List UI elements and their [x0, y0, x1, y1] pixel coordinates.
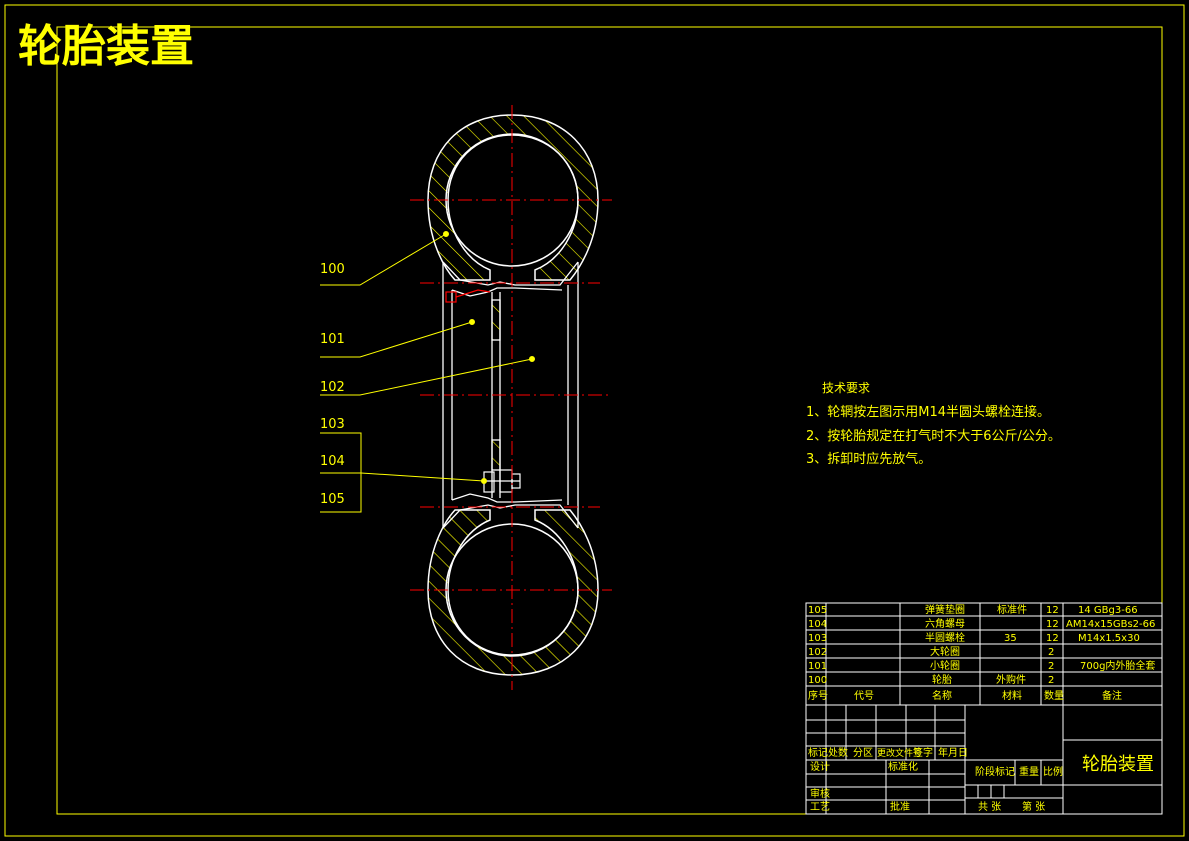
- part-label-100: 100: [320, 262, 345, 277]
- bom-name: 半圆螺栓: [925, 631, 965, 644]
- bom-no: 100: [808, 675, 827, 686]
- bom-header-material: 材料: [1002, 689, 1022, 702]
- standardize-label: 标准化: [888, 760, 918, 773]
- tech-line-3: 3、拆卸时应先放气。: [806, 451, 931, 467]
- bom-no: 101: [808, 661, 827, 672]
- bom-header-name: 名称: [932, 689, 952, 702]
- outer-frame: [4, 4, 1185, 837]
- tech-line-1: 1、轮辋按左图示用M14半圆头螺栓连接。: [806, 404, 1050, 420]
- scale-label: 比例: [1043, 765, 1063, 778]
- bom-no: 102: [808, 647, 827, 658]
- part-labels: 100 101 102 103 104 105: [320, 262, 345, 507]
- bom-remark: 14 GBg3-66: [1078, 605, 1138, 616]
- rev-label: 标记: [808, 747, 828, 759]
- centerlines: [410, 105, 612, 690]
- bom-qty: 2: [1048, 675, 1054, 686]
- bom-name: 大轮圈: [930, 645, 960, 658]
- titleblock-drawing-title: 轮胎装置: [1082, 754, 1154, 775]
- stage-mark-label: 阶段标记: [975, 765, 1015, 778]
- bom-qty: 2: [1048, 647, 1054, 658]
- bom-material: 标准件: [997, 604, 1027, 616]
- bom-header-no: 序号: [808, 689, 828, 702]
- upper-tire: [427, 114, 599, 281]
- bom-text: 105 弹簧垫圈 标准件 12 14 GBg3-66 104 六角螺母 12 A…: [808, 603, 1155, 702]
- bom-name: 轮胎: [932, 673, 952, 686]
- part-label-104: 104: [320, 454, 345, 469]
- weight-label: 重量: [1019, 765, 1039, 778]
- tech-heading: 技术要求: [822, 381, 870, 395]
- bom-material: 35: [1004, 633, 1017, 644]
- valve: [445, 289, 491, 303]
- bom-header-code: 代号: [854, 690, 874, 702]
- bom-qty: 2: [1048, 661, 1054, 672]
- bom-remark: AM14x15GBs2-66: [1066, 619, 1155, 630]
- rev-label: 处数: [828, 746, 848, 759]
- lower-tire: [427, 509, 599, 676]
- approve-label: 批准: [890, 800, 910, 813]
- bom-qty: 12: [1046, 633, 1059, 644]
- bolt-assembly: [483, 469, 521, 493]
- bom-name: 小轮圈: [930, 659, 960, 672]
- title-block: [805, 704, 1163, 815]
- part-label-105: 105: [320, 492, 345, 507]
- bom-name: 弹簧垫圈: [925, 603, 965, 616]
- sheet-no-label: 第 张: [1022, 800, 1045, 813]
- part-label-102: 102: [320, 380, 345, 395]
- title-block-text: 标记 处数 分区 更改文件号 签字 年月日 设计 标准化 审核 工艺 批准 阶段…: [808, 746, 1154, 813]
- rev-label: 年月日: [938, 746, 968, 759]
- bom-remark: M14x1.5x30: [1078, 633, 1140, 644]
- bom-material: 外购件: [996, 673, 1026, 686]
- design-label: 设计: [810, 760, 830, 773]
- bom-no: 103: [808, 633, 827, 644]
- wheel-section-view: [410, 105, 612, 690]
- bom-qty: 12: [1046, 605, 1059, 616]
- bom-header-remark: 备注: [1102, 689, 1122, 702]
- part-label-103: 103: [320, 417, 345, 432]
- bom-header-qty: 数量: [1044, 689, 1064, 702]
- rev-label: 分区: [853, 747, 873, 759]
- bom-qty: 12: [1046, 619, 1059, 630]
- bom-no: 105: [808, 605, 827, 616]
- bom-no: 104: [808, 619, 827, 630]
- bom-name: 六角螺母: [925, 618, 965, 630]
- review-label: 审核: [810, 787, 830, 800]
- rev-label: 签字: [913, 746, 933, 759]
- tech-line-2: 2、按轮胎规定在打气时不大于6公斤/公分。: [806, 428, 1061, 444]
- drawing-title: 轮胎装置: [18, 21, 194, 72]
- technical-requirements: 技术要求 1、轮辋按左图示用M14半圆头螺栓连接。 2、按轮胎规定在打气时不大于…: [806, 381, 1061, 467]
- sheets-total-label: 共 张: [978, 801, 1001, 813]
- process-label: 工艺: [810, 801, 830, 813]
- leader-lines: [320, 231, 535, 513]
- bom-remark: 700g内外胎全套: [1080, 659, 1155, 672]
- rev-label: 更改文件号: [877, 747, 922, 759]
- part-label-101: 101: [320, 332, 345, 347]
- inner-frame: [56, 26, 1163, 815]
